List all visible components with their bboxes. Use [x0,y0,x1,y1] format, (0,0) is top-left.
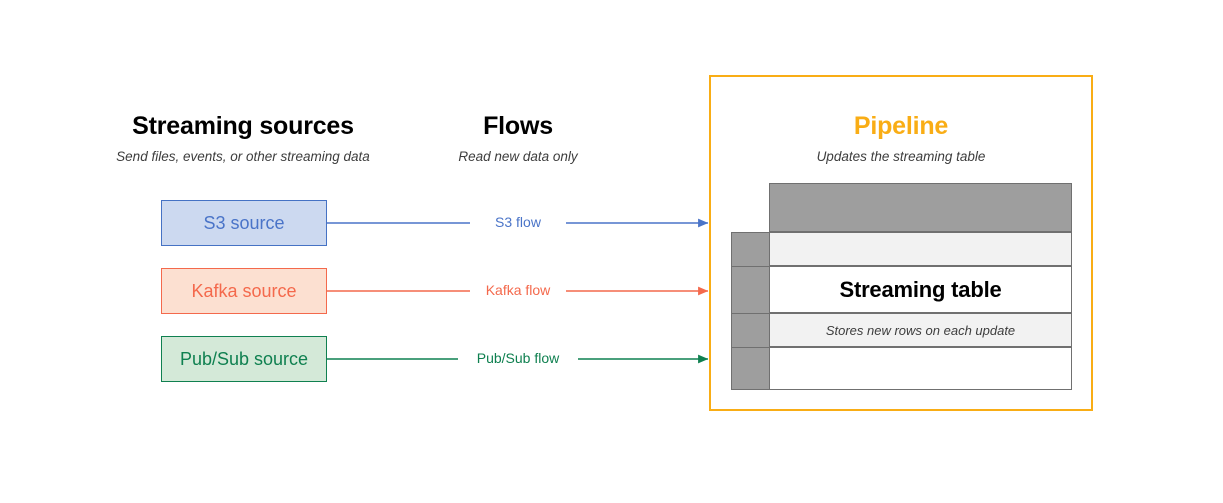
streaming-table-header-row [769,183,1072,232]
flow-label-kafka: Kafka flow [485,282,551,298]
streaming-table: Streaming table Stores new rows on each … [731,183,1072,390]
row-divider [732,313,769,314]
streaming-sources-subtitle: Send files, events, or other streaming d… [116,148,370,164]
row-divider [732,266,769,267]
column-header-flows: Flows Read new data only [408,112,628,165]
streaming-table-description: Stores new rows on each update [825,322,1016,338]
flow-label-s3: S3 flow [495,214,541,230]
pipeline-subtitle: Updates the streaming table [816,148,986,164]
table-row [769,347,1072,390]
streaming-sources-title: Streaming sources [132,112,354,140]
streaming-table-label: Streaming table [839,276,1002,302]
source-box-s3[interactable]: S3 source [161,200,327,246]
streaming-table-row-label-column [731,232,770,390]
source-label-pubsub: Pub/Sub source [179,349,309,369]
row-divider [732,347,769,348]
pipeline-container [709,75,1093,411]
table-row [769,232,1072,266]
column-header-streaming-sources: Streaming sources Send files, events, or… [43,112,443,165]
table-row-title: Streaming table [769,266,1072,313]
source-box-pubsub[interactable]: Pub/Sub source [161,336,327,382]
source-label-kafka: Kafka source [191,281,297,301]
source-box-kafka[interactable]: Kafka source [161,268,327,314]
source-label-s3: S3 source [203,213,285,233]
flows-title: Flows [483,112,553,140]
pipeline-title: Pipeline [853,112,949,140]
flows-subtitle: Read new data only [458,148,578,164]
table-row-subtitle: Stores new rows on each update [769,313,1072,347]
flow-label-pubsub: Pub/Sub flow [476,350,560,366]
column-header-pipeline: Pipeline Updates the streaming table [709,112,1093,165]
